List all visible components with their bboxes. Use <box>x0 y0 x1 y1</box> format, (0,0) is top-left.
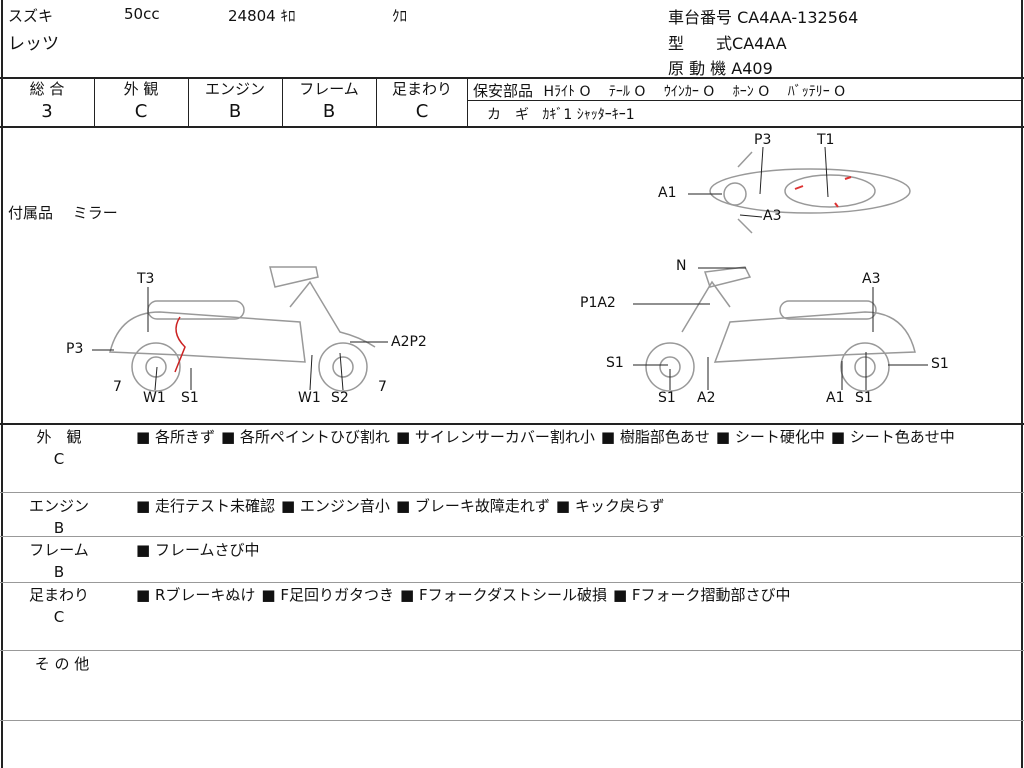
chassis-number: CA4AA-132564 <box>737 8 859 27</box>
label-T1: T1 <box>817 132 835 148</box>
label-S1: S1 <box>181 390 199 406</box>
divider <box>0 77 1024 79</box>
label-A1: A1 <box>658 185 677 201</box>
engine-label: 原 動 機 <box>668 59 727 78</box>
type-value: CA4AA <box>732 34 787 53</box>
engine-value: A409 <box>731 59 773 78</box>
label-S1: S1 <box>606 355 624 371</box>
scooter-diagrams <box>92 146 928 392</box>
safety-parts: 保安部品 Hﾗｲﾄ O ﾃｰﾙ O ｳｲﾝｶｰ O ﾎｰﾝ O ﾊﾞｯﾃﾘｰ O <box>473 82 846 100</box>
top-view-diagram <box>688 146 911 234</box>
label-P3: P3 <box>754 132 772 148</box>
displacement: 50cc <box>124 5 160 23</box>
left-view-diagram <box>92 266 388 392</box>
label-S1: S1 <box>931 356 949 372</box>
label-A3: A3 <box>763 208 782 224</box>
label-S1: S1 <box>658 390 676 406</box>
label-7: 7 <box>113 379 122 395</box>
right-view-diagram <box>633 266 928 392</box>
label-S2: S2 <box>331 390 349 406</box>
label-P3: P3 <box>66 341 84 357</box>
maker: スズキ <box>8 7 54 25</box>
model: レッツ <box>8 34 59 54</box>
label-N: N <box>676 258 687 274</box>
accessories: 付属品 ミラー <box>8 204 118 222</box>
label-W1: W1 <box>143 390 166 406</box>
label-A2: A2 <box>697 390 716 406</box>
type-label: 型 式 <box>668 34 733 53</box>
mileage: 24804 ｷﾛ <box>228 7 296 25</box>
key-info: カ ギ ｶｷﾞ1 ｼｬｯﾀｰｷｰ1 <box>487 107 635 123</box>
color: ｸﾛ <box>392 7 408 25</box>
label-P1A2: P1A2 <box>580 295 616 311</box>
label-S1: S1 <box>855 390 873 406</box>
label-T3: T3 <box>137 271 155 287</box>
label-7: 7 <box>378 379 387 395</box>
label-A2P2: A2P2 <box>391 334 427 350</box>
label-A1: A1 <box>826 390 845 406</box>
label-A3: A3 <box>862 271 881 287</box>
label-W1: W1 <box>298 390 321 406</box>
chassis-label: 車台番号 <box>668 8 733 27</box>
divider <box>0 126 1024 128</box>
divider <box>0 423 1024 425</box>
